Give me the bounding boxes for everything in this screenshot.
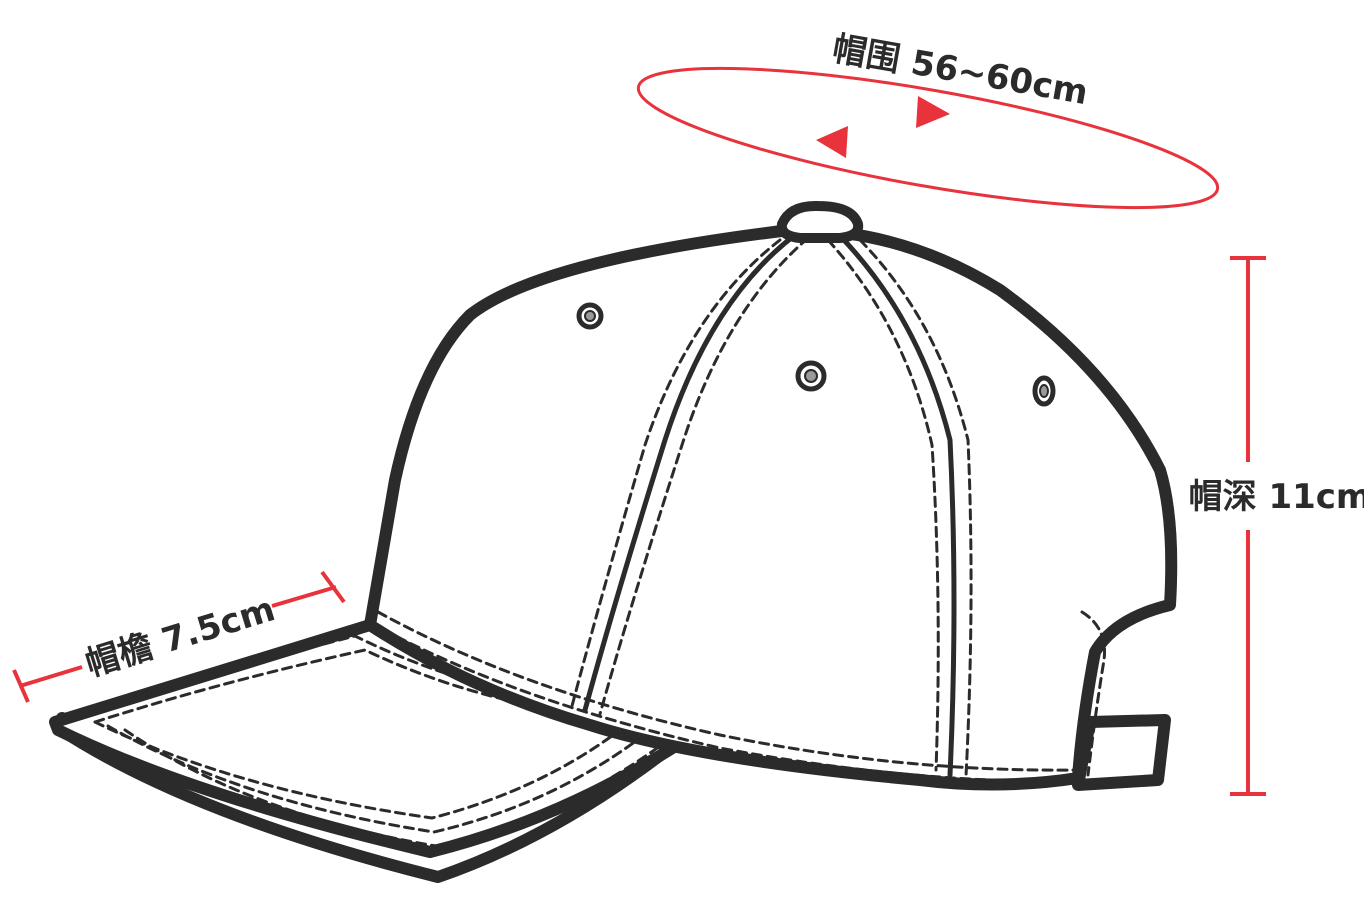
back-strap (1072, 714, 1171, 791)
circumference-ellipse (636, 66, 1220, 210)
sweatband-stitch-a (376, 610, 1077, 772)
brim-line-left (19, 665, 83, 688)
circumference-dimension: 帽围 56~60cm (636, 29, 1220, 210)
brim-stitch-line-2 (93, 720, 622, 820)
brim-line-right (271, 585, 337, 608)
brim-cap-left (12, 669, 30, 703)
eyelet-2 (795, 360, 827, 392)
top-button (776, 200, 864, 243)
front-seam-right (839, 235, 957, 778)
brim-stitch-line-4 (123, 728, 662, 848)
circumference-label: 帽围 56~60cm (829, 29, 1091, 113)
front-seam-right-stitch-b (858, 238, 973, 778)
depth-dimension: 帽深 11cm (1189, 256, 1364, 796)
brim-cap-right (320, 570, 346, 604)
sweatband-stitch-b (382, 628, 1076, 784)
front-seam-left-stitch-b (598, 236, 810, 716)
eyelet-3 (1032, 375, 1056, 407)
left-arrow-icon (816, 126, 848, 158)
back-strap-stitch (1080, 610, 1107, 777)
front-seam-left (582, 232, 798, 713)
right-arrow-icon (916, 96, 950, 128)
front-seam-right-stitch-a (826, 238, 940, 772)
depth-label: 帽深 11cm (1189, 477, 1364, 517)
baseball-cap-illustration (49, 200, 1178, 883)
front-seam-left-stitch-a (570, 238, 782, 708)
eyelet-1 (576, 302, 604, 330)
brim-stitch-line-3 (106, 724, 642, 834)
